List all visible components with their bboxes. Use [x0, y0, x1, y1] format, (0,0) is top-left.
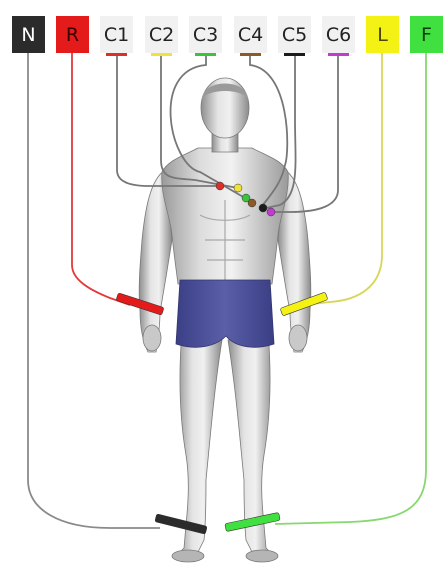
lead-box-c4: C4 — [234, 16, 267, 53]
lead-color-underline — [240, 53, 261, 56]
shorts — [176, 280, 274, 347]
electrode-c5-dot — [259, 204, 267, 212]
lead-box-c6: C6 — [322, 16, 355, 53]
lead-box-c5: C5 — [278, 16, 311, 53]
lead-box-c1: C1 — [100, 16, 133, 53]
lead-color-underline — [106, 53, 127, 56]
lead-color-underline — [195, 53, 216, 56]
lead-label: C5 — [282, 24, 307, 46]
lead-box-c3: C3 — [189, 16, 222, 53]
lead-box-l: L — [366, 16, 399, 53]
lead-label: R — [66, 24, 79, 46]
lead-label: F — [421, 24, 432, 46]
wire-l — [312, 53, 382, 304]
lead-label: C4 — [238, 24, 263, 46]
lead-label: C2 — [149, 24, 174, 46]
lead-box-n: N — [12, 16, 45, 53]
right-hand — [143, 325, 161, 351]
lead-label: C3 — [193, 24, 218, 46]
left-hand — [289, 325, 307, 351]
lead-box-f: F — [410, 16, 443, 53]
lead-color-underline — [151, 53, 172, 56]
lead-label: L — [377, 24, 388, 46]
lead-box-c2: C2 — [145, 16, 178, 53]
electrode-c2-dot — [234, 184, 242, 192]
left-foot — [246, 550, 278, 562]
lead-color-underline — [284, 53, 305, 56]
lead-color-underline — [328, 53, 349, 56]
electrode-c6-dot — [267, 208, 275, 216]
lead-label: C6 — [326, 24, 351, 46]
right-foot — [172, 550, 204, 562]
lead-label: N — [21, 24, 35, 46]
lead-label: C1 — [104, 24, 129, 46]
lead-box-r: R — [56, 16, 89, 53]
electrode-c4-dot — [248, 199, 256, 207]
human-figure — [139, 78, 311, 562]
electrode-c1-dot — [216, 182, 224, 190]
